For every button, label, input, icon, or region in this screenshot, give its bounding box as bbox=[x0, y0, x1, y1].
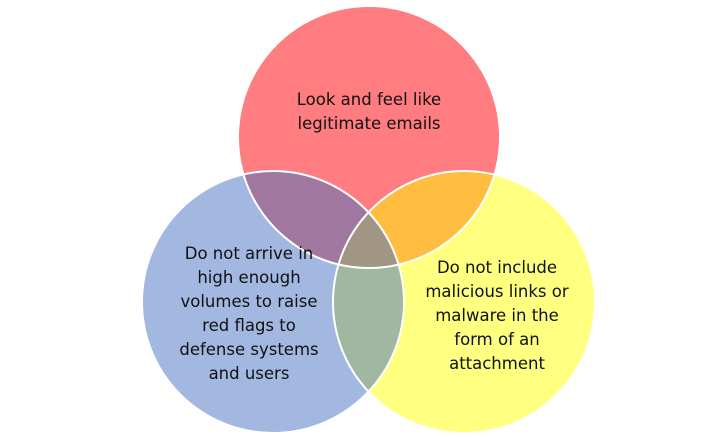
overlap-top-left bbox=[238, 171, 404, 268]
label-line: malware in the bbox=[435, 306, 559, 325]
overlap-top-right bbox=[333, 171, 500, 268]
circle-top-outline bbox=[237, 5, 501, 269]
label-line: Look and feel like bbox=[296, 90, 442, 109]
circle-right-outline bbox=[332, 170, 596, 434]
label-line: form of an bbox=[454, 330, 540, 349]
label-line: malicious links or bbox=[425, 282, 569, 301]
label-left: Do not arrive in high enough volumes to … bbox=[164, 242, 334, 386]
label-line: attachment bbox=[449, 354, 545, 373]
label-line: high enough bbox=[197, 268, 301, 287]
circle-left-outline bbox=[141, 170, 405, 434]
label-line: volumes to raise bbox=[180, 292, 318, 311]
label-top: Look and feel like legitimate emails bbox=[269, 88, 469, 136]
label-line: Do not include bbox=[436, 258, 558, 277]
label-line: defense systems bbox=[179, 340, 319, 359]
label-line: and users bbox=[208, 364, 290, 383]
label-right: Do not include malicious links or malwar… bbox=[412, 256, 582, 376]
label-line: legitimate emails bbox=[297, 114, 441, 133]
label-line: Do not arrive in bbox=[184, 244, 314, 263]
label-line: red flags to bbox=[202, 316, 296, 335]
